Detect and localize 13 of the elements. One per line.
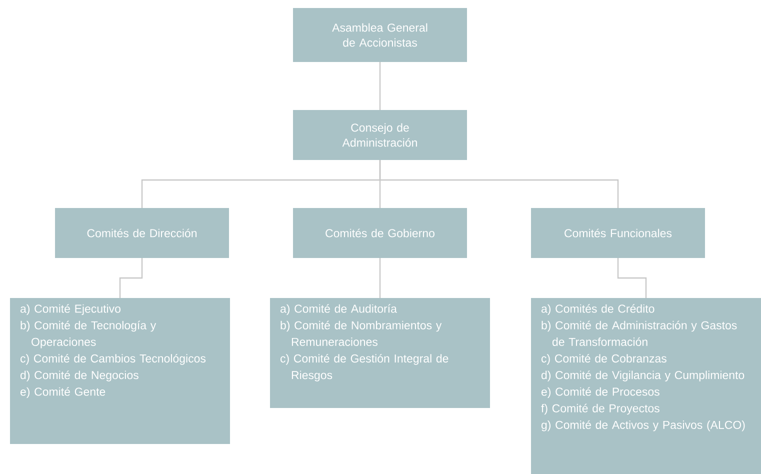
- org-box: Comités de Gobierno: [293, 208, 467, 258]
- org-box: Comités Funcionales: [531, 208, 705, 258]
- org-box: Comités de Dirección: [55, 208, 229, 258]
- list-box: a) Comité Ejecutivo b) Comité de Tecnología y Operaciones c) Comité de Cambios Tecnológicos d) Comité de Negocios e) Comité Gente: [10, 298, 230, 444]
- list-box: a) Comités de Crédito b) Comité de Administración y Gastos de Transformación c) Comité de Cobranzas d) Comité de Vigilancia y Cumplimiento e) Comité de Procesos f) Comité de Proyectos g) Comité de Activos y Pasivos (ALCO): [531, 298, 761, 474]
- connector-line: [617, 258, 647, 298]
- connector-line: [379, 62, 381, 110]
- org-box: Consejo de Administración: [293, 110, 467, 160]
- connector-line: [119, 258, 143, 298]
- connector-line: [379, 160, 619, 208]
- connector-line: [379, 258, 381, 298]
- org-box: Asamblea General de Accionistas: [293, 8, 467, 62]
- list-box: a) Comité de Auditoría b) Comité de Nombramientos y Remuneraciones c) Comité de Gestión Integral de Riesgos: [270, 298, 490, 408]
